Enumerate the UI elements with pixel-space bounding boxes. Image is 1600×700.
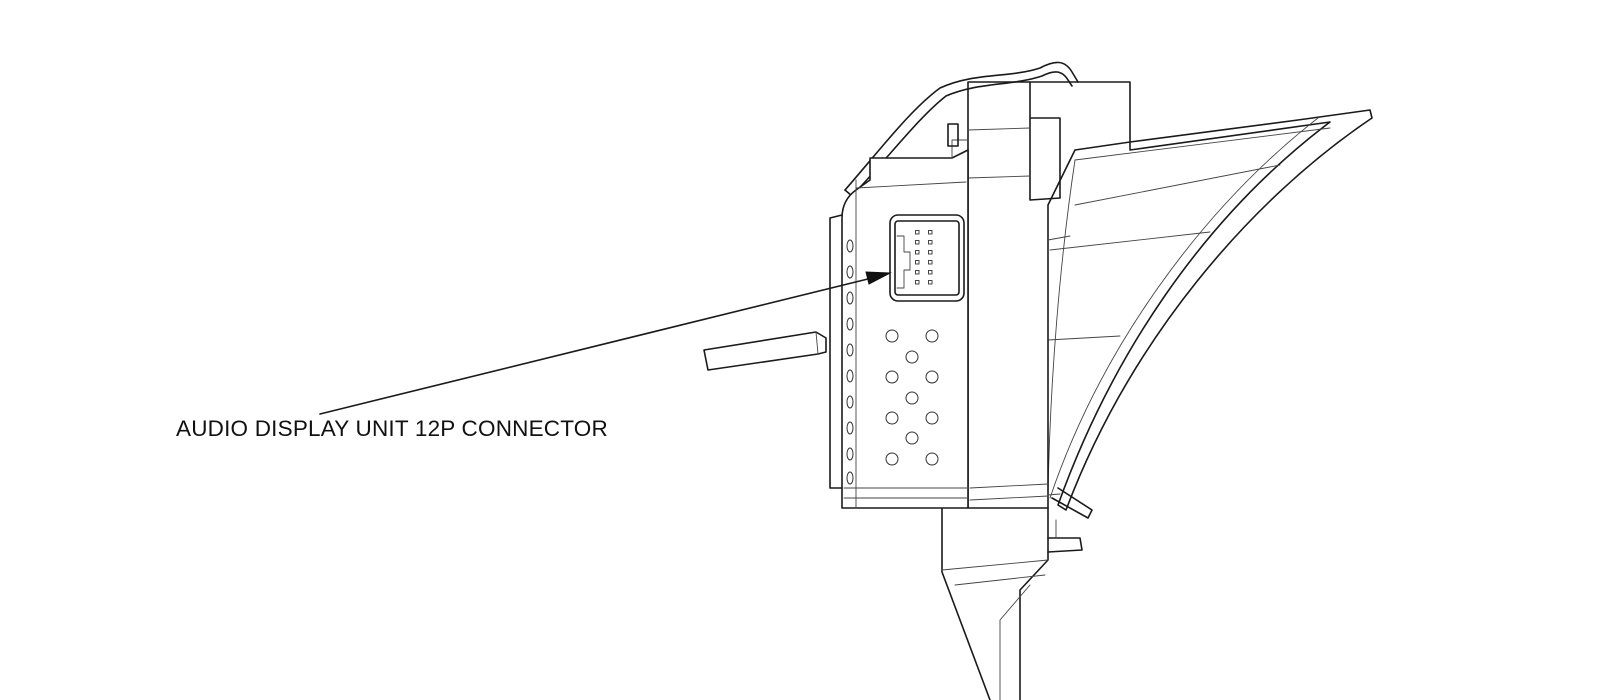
- connector-callout-label: AUDIO DISPLAY UNIT 12P CONNECTOR: [176, 416, 608, 441]
- dashboard-trim: [1047, 109, 1373, 519]
- callout-leader: [319, 271, 892, 415]
- lower-bracket: [941, 507, 1083, 700]
- connector-12p: [889, 214, 965, 302]
- main-housing: [967, 81, 1131, 509]
- edge-slots: [846, 239, 854, 485]
- side-lever: [703, 331, 827, 371]
- vent-holes: [885, 329, 939, 466]
